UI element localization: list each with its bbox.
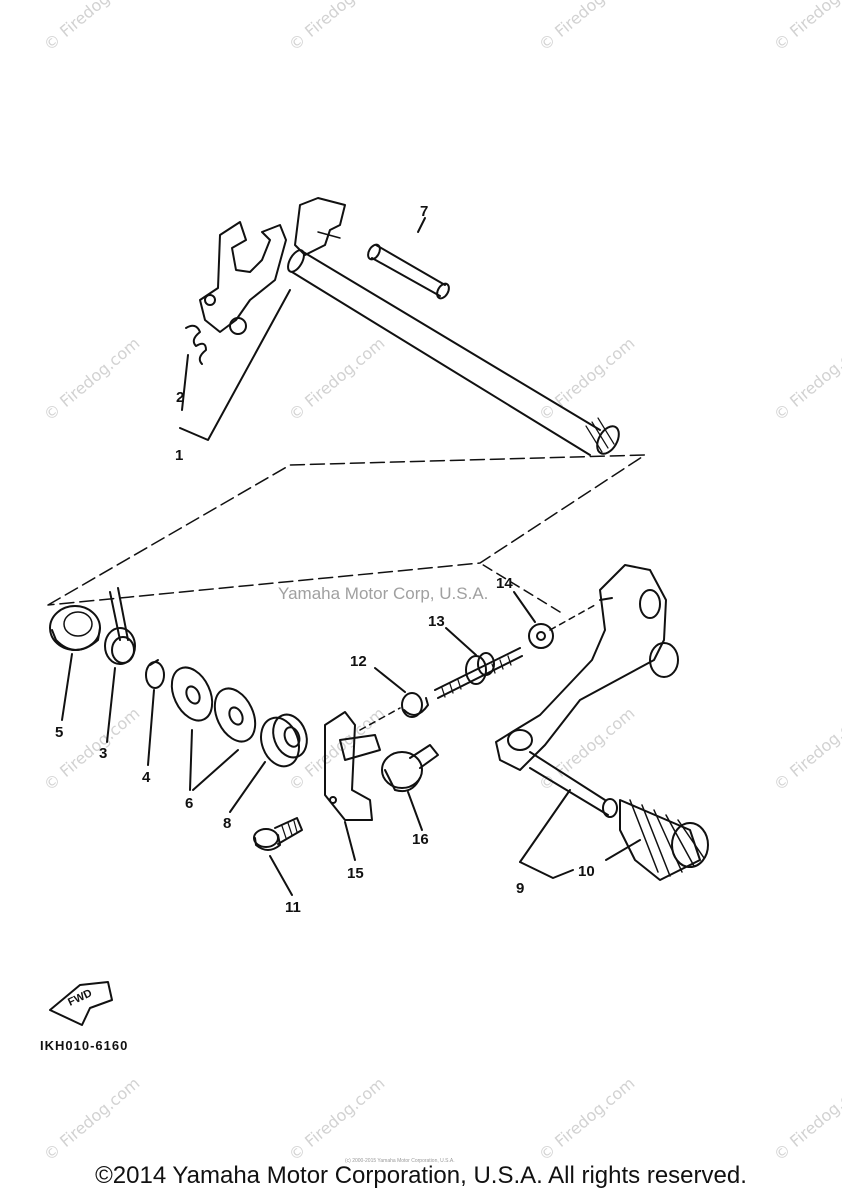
callout-10: 10 — [578, 863, 595, 880]
leader-7 — [417, 217, 426, 233]
fwd-arrow-icon — [49, 981, 113, 1026]
shift-shaft — [199, 197, 620, 456]
leader-3 — [106, 667, 116, 743]
oil-seal-part — [260, 713, 308, 768]
dashed-guide — [549, 604, 596, 631]
dashed-guide — [479, 562, 561, 613]
leader-4 — [147, 689, 155, 766]
leader-8 — [229, 761, 266, 813]
fwd-label: FWD — [66, 987, 94, 1008]
leader-16 — [407, 791, 423, 831]
corp-watermark: Yamaha Motor Corp, U.S.A. — [278, 584, 489, 603]
nut-part — [401, 692, 429, 718]
callout-4: 4 — [142, 769, 151, 786]
spring-part — [185, 324, 207, 365]
callout-12: 12 — [350, 653, 367, 670]
callout-6: 6 — [185, 795, 193, 812]
locknut-part — [528, 623, 554, 649]
callout-16: 16 — [412, 831, 429, 848]
callout-13: 13 — [428, 613, 445, 630]
leader-9-bracket — [519, 861, 574, 879]
dashed-guide — [359, 707, 401, 731]
callout-11: 11 — [285, 899, 301, 916]
leader-1 — [179, 289, 291, 441]
leader-2 — [181, 354, 189, 411]
collar-part — [49, 605, 101, 651]
leader-14 — [513, 591, 536, 623]
circlip-part — [145, 659, 165, 689]
pedal-rubber-part — [619, 799, 709, 881]
dashed-guide — [47, 454, 646, 606]
callout-7: 7 — [420, 203, 428, 220]
lever-part — [324, 711, 381, 821]
callout-14: 14 — [496, 575, 513, 592]
callout-5: 5 — [55, 724, 63, 741]
leader-12 — [374, 667, 406, 693]
washer-parts — [170, 666, 257, 743]
callout-8: 8 — [223, 815, 231, 832]
leader-6 — [189, 729, 239, 791]
copyright-line: ©2014 Yamaha Motor Corporation, U.S.A. A… — [95, 1162, 747, 1189]
callout-2: 2 — [176, 389, 184, 406]
tiny-footer: (c) 2000-2015 Yamaha Motor Corporation, … — [345, 1158, 455, 1164]
diagram-code: IKH010-6160 — [40, 1038, 129, 1053]
leader-13 — [445, 627, 477, 656]
leader-10 — [605, 839, 641, 861]
threaded-rod-part — [434, 647, 523, 699]
leader-9 — [519, 789, 571, 863]
rod-end-part — [381, 744, 439, 793]
callout-3: 3 — [99, 745, 107, 762]
leader-15 — [344, 821, 356, 861]
shift-pedal-part — [495, 564, 679, 818]
leader-11 — [269, 855, 293, 896]
leader-5 — [61, 653, 73, 721]
pin-part — [367, 243, 450, 300]
bolt-part — [253, 817, 303, 851]
callout-15: 15 — [347, 865, 364, 882]
callout-9: 9 — [516, 880, 524, 897]
return-spring-part — [104, 587, 136, 665]
callout-1: 1 — [175, 447, 183, 464]
